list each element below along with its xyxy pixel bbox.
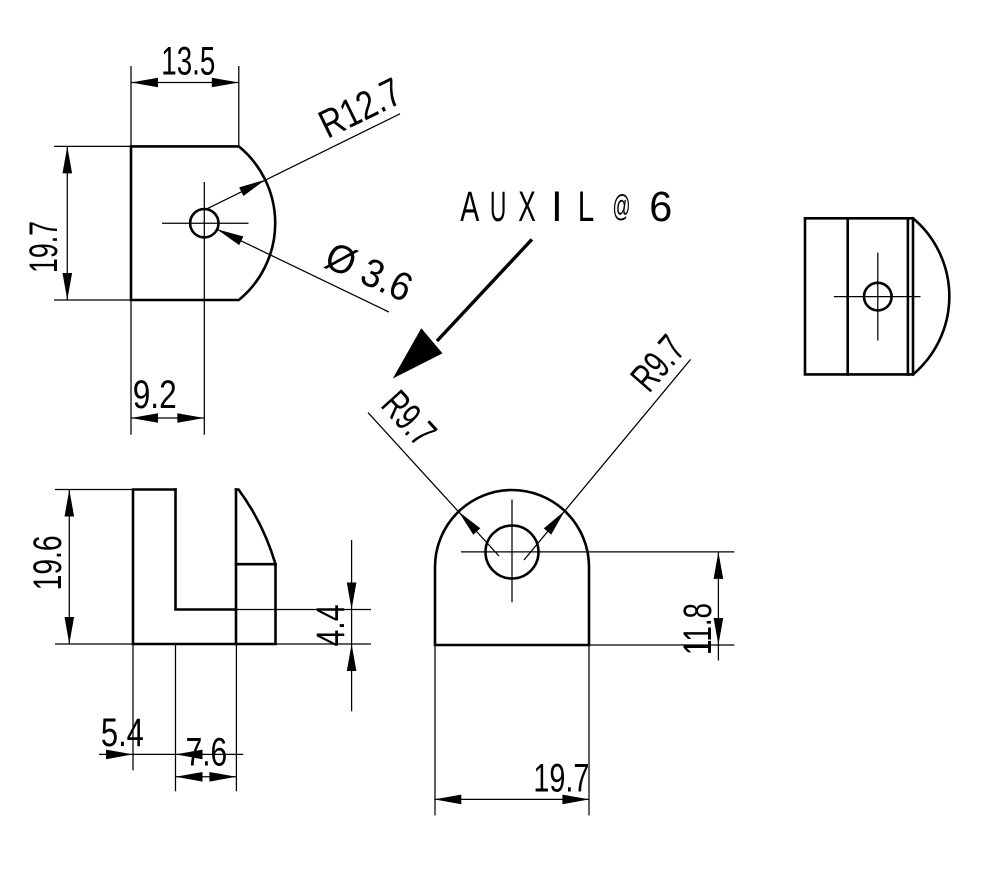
svg-text:L: L	[578, 183, 595, 230]
svg-text:9.2: 9.2	[133, 373, 177, 417]
svg-text:A: A	[460, 183, 480, 230]
svg-text:X: X	[518, 183, 536, 230]
svg-text:I: I	[551, 183, 563, 230]
svg-text:13.5: 13.5	[161, 40, 215, 84]
svg-text:@: @	[613, 188, 631, 223]
svg-text:U: U	[490, 183, 507, 230]
svg-text:11.8: 11.8	[676, 603, 720, 655]
svg-text:5.4: 5.4	[101, 711, 144, 755]
svg-text:4.4: 4.4	[309, 605, 353, 647]
svg-text:6: 6	[649, 183, 672, 230]
svg-text:19.7: 19.7	[22, 221, 66, 273]
svg-text:19.7: 19.7	[533, 757, 589, 801]
svg-text:7.6: 7.6	[186, 731, 228, 775]
svg-text:19.6: 19.6	[26, 535, 70, 590]
